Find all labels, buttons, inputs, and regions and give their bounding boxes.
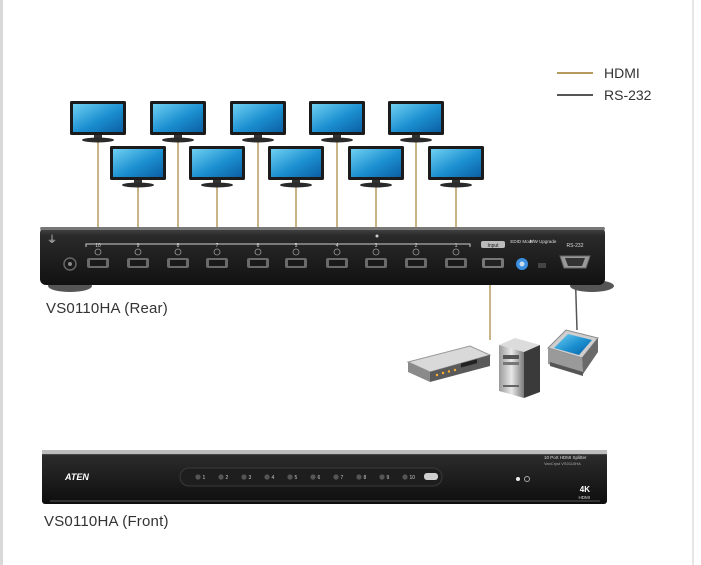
front-port-number: 5	[295, 475, 298, 481]
monitor-icon	[348, 146, 404, 188]
badge-hdmi: HDMI	[579, 495, 591, 500]
hdmi-output-port	[247, 248, 269, 268]
front-port-led: 6	[310, 474, 321, 481]
edid-mode-label: EDID Mode	[510, 239, 534, 244]
rear-port-number: 7	[216, 243, 219, 249]
rs232-port-label: RS-232	[567, 243, 584, 249]
rear-caption: VS0110HA (Rear)	[46, 300, 168, 317]
front-port-number: 7	[341, 475, 344, 481]
hdmi-output-port	[365, 248, 387, 268]
front-port-number: 8	[364, 475, 367, 481]
fw-upgrade-switch[interactable]	[538, 263, 546, 268]
front-port-led: 2	[218, 474, 229, 481]
front-port-number: 3	[249, 475, 252, 481]
model-line-1: 10 Port HDMI Splitter	[544, 455, 587, 460]
hdmi-output-port	[405, 248, 427, 268]
power-icon	[524, 476, 530, 482]
badge-4k: 4K	[580, 485, 590, 494]
hdmi-output-port	[127, 248, 149, 268]
aten-logo: ATEN	[64, 472, 89, 482]
rear-port-number: 3	[375, 243, 378, 249]
rs232-line-swatch	[557, 94, 593, 96]
desktop-computer-icon	[499, 338, 540, 398]
input-port-label: Input	[487, 243, 499, 249]
legend-item-rs232: RS-232	[557, 84, 651, 106]
media-player-icon	[406, 345, 492, 382]
front-port-led: 3	[241, 474, 252, 481]
front-port-led: 10	[402, 474, 415, 481]
rear-port-number: 4	[336, 243, 339, 249]
legend: HDMI RS-232	[557, 62, 651, 106]
monitor-row-back	[70, 101, 444, 143]
front-port-number: 1	[203, 475, 206, 481]
monitor-icon	[388, 101, 444, 143]
rear-port-number: 6	[257, 243, 260, 249]
front-panel: ATEN 1 2 3 4 5 6 7 8 9 10 10 Port HDMI Splitter V…	[42, 450, 607, 504]
front-port-led: 7	[333, 474, 344, 481]
front-port-led: 8	[356, 474, 367, 481]
monitor-icon	[230, 101, 286, 143]
model-line-2: VanCryst VS0110HA	[544, 461, 581, 466]
monitor-row-front	[110, 146, 484, 188]
legend-label-rs232: RS-232	[604, 87, 652, 103]
rear-port-number: 9	[137, 243, 140, 249]
front-port-led: 9	[379, 474, 390, 481]
front-port-number: 10	[410, 475, 416, 481]
front-port-number: 6	[318, 475, 321, 481]
terminal-icon	[547, 329, 599, 376]
legend-item-hdmi: HDMI	[557, 62, 651, 84]
hdmi-output-port	[285, 248, 307, 268]
front-port-led: 5	[287, 474, 298, 481]
rear-port-number: 10	[95, 243, 101, 249]
right-border	[692, 0, 694, 565]
monitor-icon	[268, 146, 324, 188]
front-port-number: 4	[272, 475, 275, 481]
monitor-icon	[189, 146, 245, 188]
rear-panel: ⏚ 10 9 8 7 6 5 4 3 2 1 Input EDID Mode F/W Upgrad…	[40, 227, 614, 292]
monitor-icon	[150, 101, 206, 143]
fw-upgrade-label: F/W Upgrade	[530, 239, 557, 244]
power-led	[516, 477, 520, 481]
front-select-button[interactable]	[424, 473, 438, 480]
front-port-led: 1	[195, 474, 206, 481]
hdmi-output-port	[326, 248, 348, 268]
hdmi-output-port	[206, 248, 228, 268]
monitor-icon	[110, 146, 166, 188]
monitor-icon	[428, 146, 484, 188]
hdmi-output-port	[87, 248, 109, 268]
front-port-number: 9	[387, 475, 390, 481]
rear-port-number: 8	[177, 243, 180, 249]
rear-port-number: 5	[295, 243, 298, 249]
monitor-icon	[70, 101, 126, 143]
front-port-number: 2	[226, 475, 229, 481]
hdmi-output-port	[167, 248, 189, 268]
ground-icon: ⏚	[47, 234, 57, 246]
legend-label-hdmi: HDMI	[604, 65, 640, 81]
left-border	[0, 0, 3, 565]
monitor-icon	[309, 101, 365, 143]
rear-port-number: 2	[415, 243, 418, 249]
front-port-led: 4	[264, 474, 275, 481]
hdmi-line-swatch	[557, 72, 593, 74]
rear-port-number: 1	[455, 243, 458, 249]
front-caption: VS0110HA (Front)	[44, 513, 169, 530]
hdmi-output-port	[445, 248, 467, 268]
